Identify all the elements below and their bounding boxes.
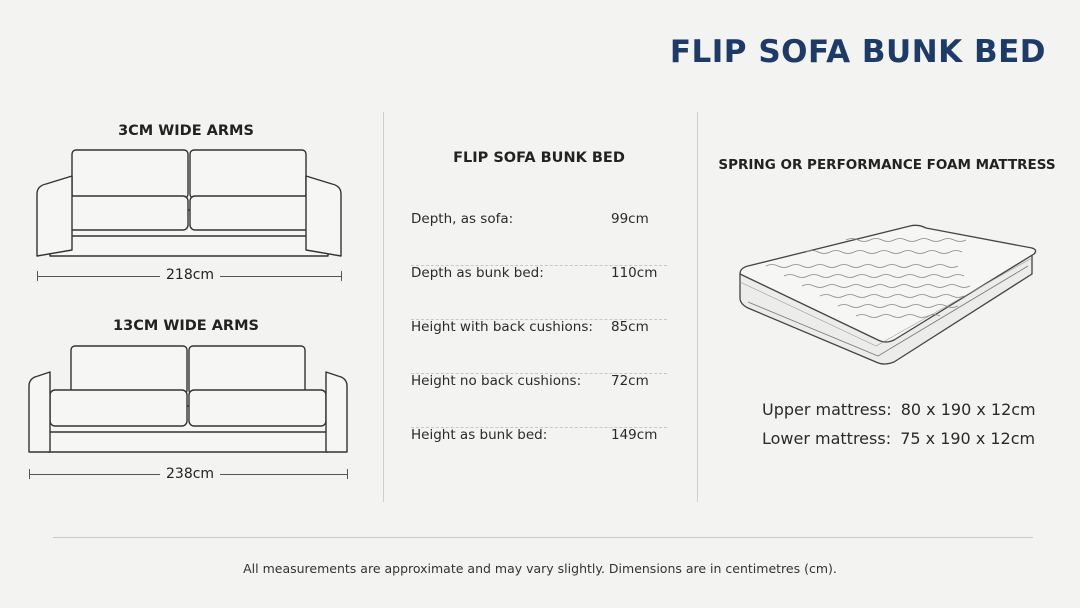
sofa-13cm-illustration bbox=[28, 345, 348, 453]
upper-mattress-label: Upper mattress: bbox=[762, 400, 892, 419]
specs-heading: FLIP SOFA BUNK BED bbox=[453, 150, 625, 166]
spec-row: Height as bunk bed: 149cm bbox=[411, 427, 667, 481]
spec-row: Height no back cushions: 72cm bbox=[411, 373, 667, 428]
sofa-3cm-illustration bbox=[36, 149, 342, 257]
spec-value: 72cm bbox=[611, 373, 649, 389]
spec-row: Depth, as sofa: 99cm bbox=[411, 211, 667, 266]
column-divider-left bbox=[383, 112, 384, 502]
page-title: FLIP SOFA BUNK BED bbox=[669, 34, 1046, 70]
lower-mattress-label: Lower mattress: bbox=[762, 429, 892, 448]
footer-divider bbox=[53, 537, 1033, 538]
lower-mattress-value: 75 x 190 x 12cm bbox=[900, 429, 1036, 448]
spec-label: Height as bunk bed: bbox=[411, 427, 548, 443]
spec-label: Height no back cushions: bbox=[411, 373, 582, 389]
footer-note: All measurements are approximate and may… bbox=[243, 561, 837, 576]
spec-label: Height with back cushions: bbox=[411, 319, 593, 335]
spec-value: 110cm bbox=[611, 265, 658, 281]
upper-mattress-value: 80 x 190 x 12cm bbox=[900, 400, 1036, 419]
sofa-13cm-width: 238cm bbox=[160, 466, 221, 482]
column-divider-right bbox=[697, 112, 698, 502]
upper-mattress-size: Upper mattress: 80 x 190 x 12cm bbox=[762, 400, 1036, 419]
spec-value: 149cm bbox=[611, 427, 658, 443]
lower-mattress-size: Lower mattress: 75 x 190 x 12cm bbox=[762, 429, 1035, 448]
spec-value: 99cm bbox=[611, 211, 649, 227]
spec-value: 85cm bbox=[611, 319, 649, 335]
spec-label: Depth, as sofa: bbox=[411, 211, 514, 227]
sofa-13cm-heading: 13CM WIDE ARMS bbox=[113, 318, 259, 334]
sofa-3cm-width: 218cm bbox=[160, 267, 221, 283]
mattress-illustration bbox=[739, 224, 1037, 365]
spec-row: Depth as bunk bed: 110cm bbox=[411, 265, 667, 320]
spec-row: Height with back cushions: 85cm bbox=[411, 319, 667, 374]
sofa-3cm-heading: 3CM WIDE ARMS bbox=[118, 123, 254, 139]
spec-label: Depth as bunk bed: bbox=[411, 265, 544, 281]
mattress-heading: SPRING OR PERFORMANCE FOAM MATTRESS bbox=[718, 157, 1056, 173]
